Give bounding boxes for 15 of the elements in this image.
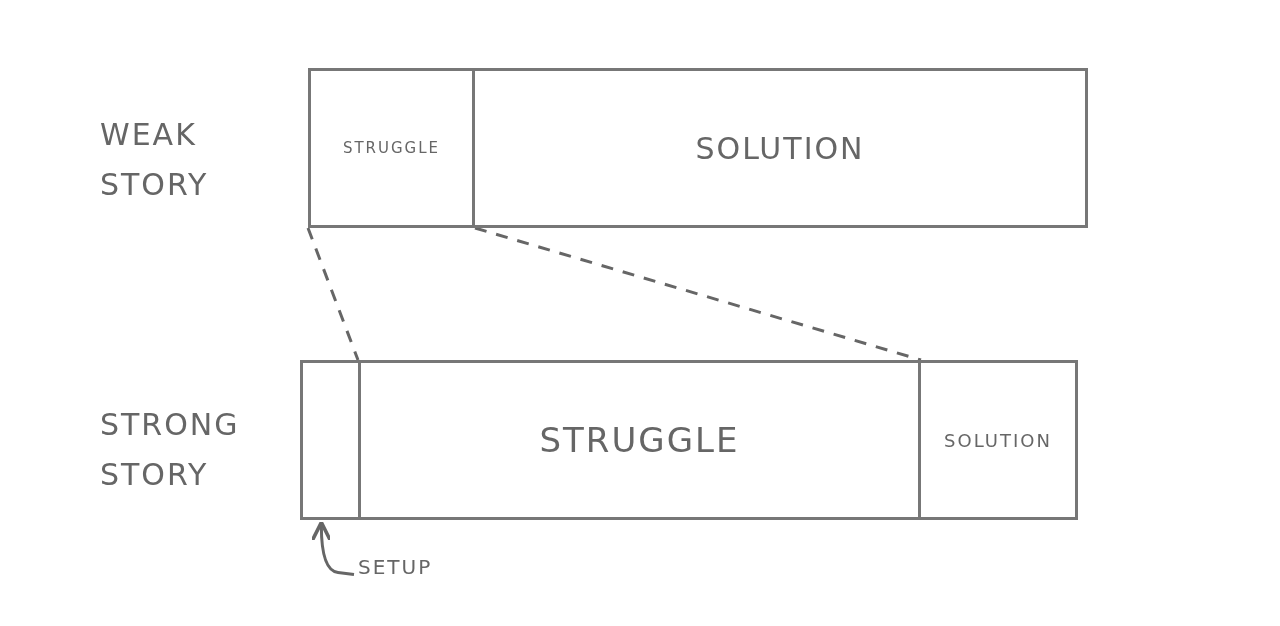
segment-label: STRUGGLE	[342, 139, 441, 157]
story-segment	[472, 68, 1088, 228]
dashed-line	[306, 227, 360, 361]
dashed-line	[474, 226, 922, 362]
empty-segment	[300, 360, 361, 520]
story-segment	[918, 360, 1078, 520]
row-label: STRONG STORY	[100, 406, 241, 494]
segment-label: SOLUTION	[944, 429, 1052, 451]
callout-label: SETUP	[358, 555, 433, 579]
segment-label: SOLUTION	[695, 130, 865, 166]
story-segment	[358, 360, 921, 520]
story-segment	[308, 68, 475, 228]
arrow	[310, 520, 355, 576]
row-label: WEAK STORY	[100, 116, 210, 204]
segment-label: STRUGGLE	[539, 420, 740, 460]
